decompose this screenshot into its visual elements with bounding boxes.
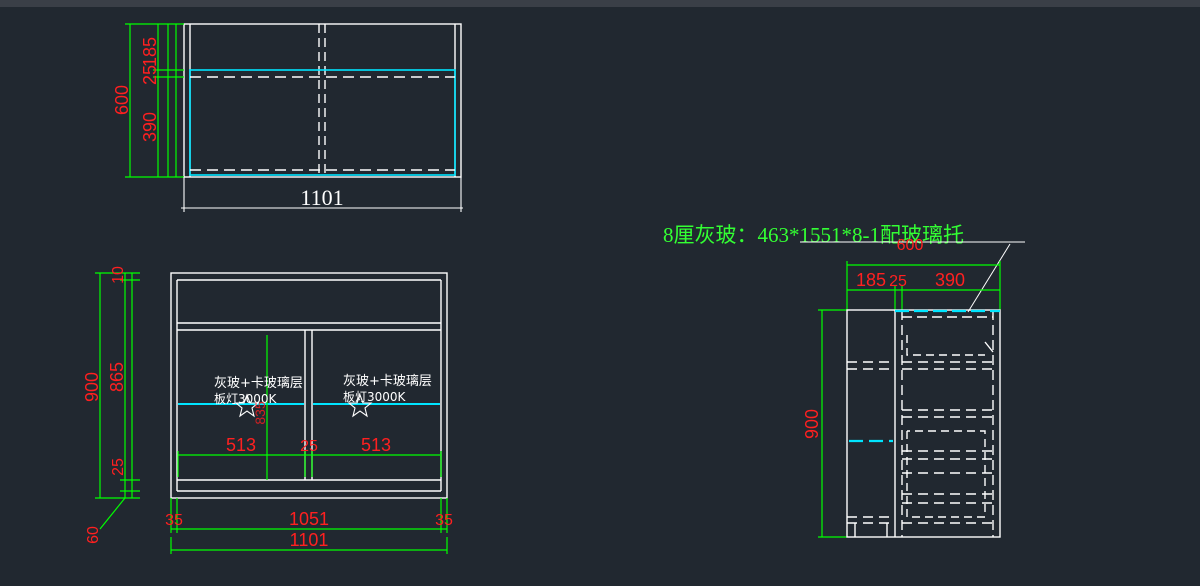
- dim-513-left: 513: [226, 435, 256, 455]
- front-view: [170, 272, 448, 499]
- dim-600-side: 600: [897, 237, 924, 254]
- side-view: [846, 309, 1001, 538]
- dim-25-side: 25: [889, 273, 907, 290]
- dim-600: 600: [112, 85, 132, 115]
- side-view-dimensions: [818, 261, 1001, 538]
- dim-900-side: 900: [802, 409, 822, 439]
- dim-390: 390: [140, 112, 160, 142]
- dim-390-side: 390: [935, 270, 965, 290]
- dim-185: 185: [140, 37, 160, 67]
- dim-35-right: 35: [435, 512, 453, 529]
- top-view: [183, 23, 462, 178]
- dim-25: 25: [140, 65, 160, 85]
- dim-35-left: 35: [165, 512, 183, 529]
- shelf-label-right-line1: 灰玻+卡玻璃层: [343, 374, 432, 389]
- glass-note: 8厘灰玻：463*1551*8-1配玻璃托: [663, 223, 964, 247]
- front-light-icons: [234, 393, 373, 418]
- title-bar: [0, 0, 1200, 7]
- dim-10: 10: [110, 266, 127, 284]
- dim-835: 835: [252, 401, 268, 425]
- dim-1101-front: 1101: [290, 530, 329, 550]
- top-view-width-dim: [181, 177, 463, 212]
- dim-865: 865: [107, 362, 127, 392]
- shelf-label-left-line2: 板灯3000K: [214, 392, 278, 406]
- dim-width-1101: 1101: [300, 185, 343, 210]
- dim-900: 900: [82, 372, 102, 402]
- dim-185-side: 185: [856, 270, 886, 290]
- side-glass: [849, 309, 1000, 443]
- dim-25-mid: 25: [300, 438, 318, 455]
- dim-60: 60: [85, 526, 102, 544]
- dim-25-bottom: 25: [110, 458, 127, 476]
- shelf-label-right-line2: 板灯3000K: [343, 390, 407, 404]
- glass-band: [189, 69, 456, 176]
- dim-1051: 1051: [289, 509, 329, 529]
- dim-513-right: 513: [361, 435, 391, 455]
- top-view-dimensions: [125, 23, 184, 178]
- front-view-dimensions: [95, 272, 448, 554]
- shelf-label-left-line1: 灰玻+卡玻璃层: [214, 376, 303, 391]
- cad-drawing-canvas: 185 25 390 600 1101: [82, 23, 1025, 554]
- side-view-leader: [800, 241, 1025, 313]
